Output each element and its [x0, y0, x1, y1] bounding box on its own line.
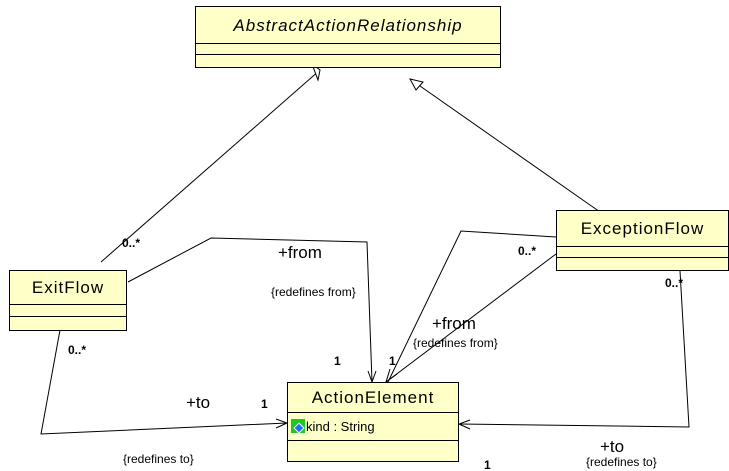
role-exitflow-from: +from	[278, 243, 322, 262]
role-exception-from: +from	[432, 314, 476, 333]
attributes-compartment	[10, 305, 126, 317]
role-exitflow-to: +to	[186, 393, 211, 412]
class-name: AbstractActionRelationship	[196, 7, 500, 44]
constraint-exception-to: {redefines to}	[586, 455, 657, 469]
constraint-exception-from: {redefines from}	[413, 336, 498, 350]
class-action-element[interactable]: ActionElement kind : String	[287, 382, 459, 462]
multiplicity-exitflow-to: 0..*	[68, 343, 87, 357]
role-exception-to: +to	[600, 437, 625, 456]
multiplicity-exitflow-from-target: 1	[334, 354, 341, 368]
multiplicity-exception-from: 0..*	[518, 244, 537, 258]
class-name: ActionElement	[288, 383, 458, 413]
attribute-icon	[291, 419, 305, 433]
operations-compartment	[557, 258, 728, 270]
assoc-exitflow-from	[127, 237, 373, 383]
generalization-exitflow	[100, 69, 321, 263]
constraint-exitflow-to: {redefines to}	[123, 452, 194, 466]
attributes-compartment: kind : String	[288, 413, 458, 441]
constraint-exitflow-from: {redefines from}	[271, 285, 356, 299]
multiplicity-exception-to-target: 1	[484, 458, 491, 471]
class-name: ExceptionFlow	[557, 211, 728, 247]
attributes-compartment	[196, 44, 500, 55]
multiplicity-exception-from-target: 1	[389, 354, 396, 368]
operations-compartment	[10, 317, 126, 330]
generalization-arrowhead-right	[409, 78, 424, 91]
assoc-exception-from-b	[385, 253, 557, 383]
multiplicity-exitflow-to-target: 1	[261, 397, 268, 411]
class-abstract-action-relationship[interactable]: AbstractActionRelationship	[195, 6, 501, 68]
operations-compartment	[196, 55, 500, 67]
attribute-text: kind : String	[306, 418, 375, 434]
class-name: ExitFlow	[10, 271, 126, 305]
attributes-compartment	[557, 247, 728, 258]
assoc-exception-to	[458, 270, 690, 428]
assoc-exitflow-to	[40, 329, 288, 435]
multiplicity-exception-to: 0..*	[665, 276, 684, 290]
class-exit-flow[interactable]: ExitFlow	[9, 270, 127, 331]
operations-compartment	[288, 441, 458, 460]
generalization-exceptionflow	[409, 78, 601, 213]
attribute-row: kind : String	[288, 416, 458, 436]
assoc-exception-to-arrow	[457, 419, 471, 430]
assoc-exception-from-a	[387, 230, 557, 383]
class-exception-flow[interactable]: ExceptionFlow	[556, 210, 729, 271]
multiplicity-exitflow-general: 0..*	[122, 236, 141, 250]
